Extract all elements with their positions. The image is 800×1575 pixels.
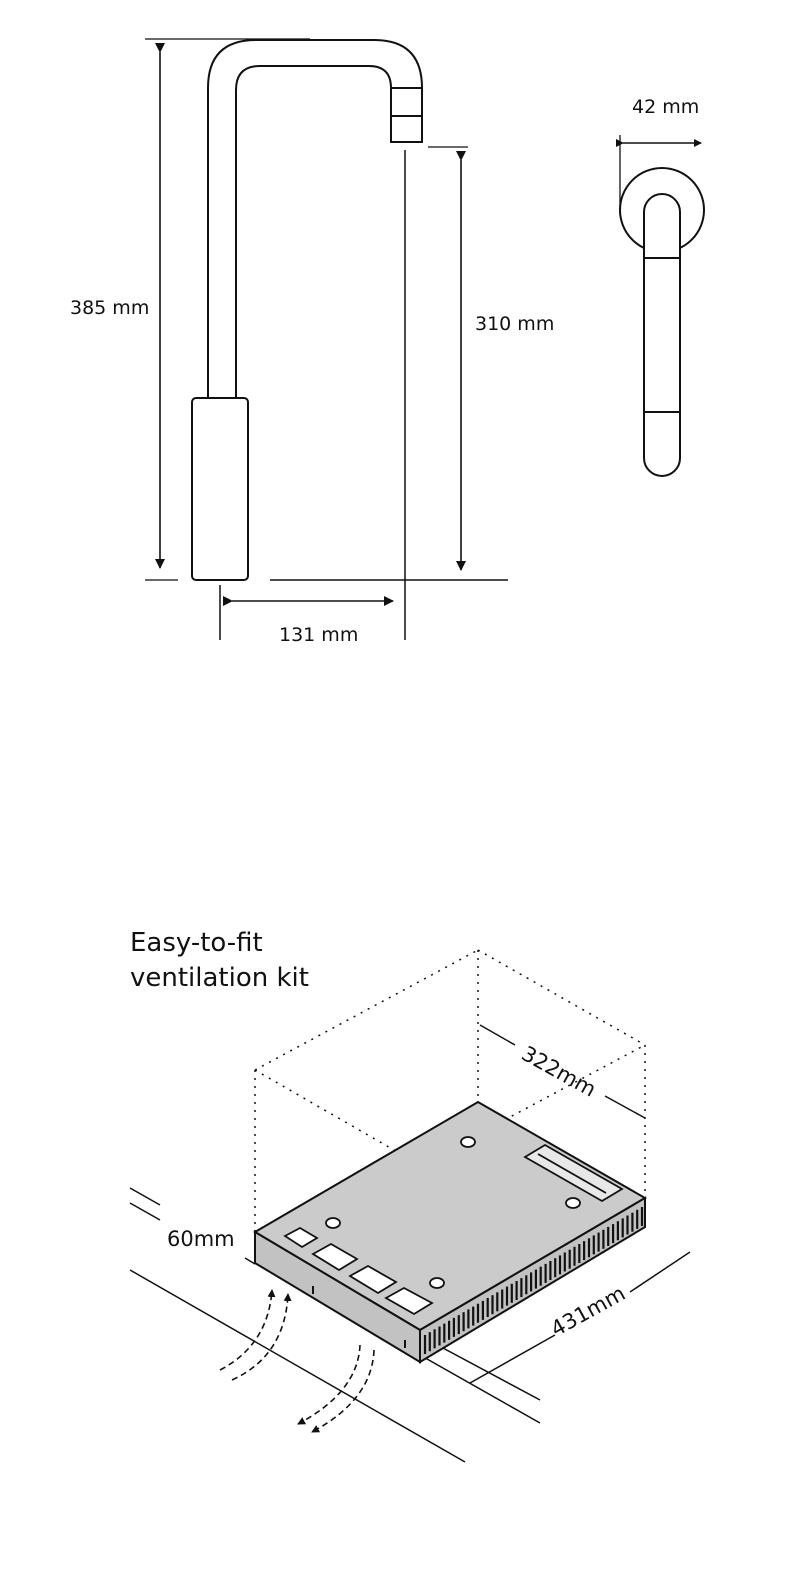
dim-label-60: 60mm xyxy=(167,1227,235,1251)
kit-top-cutout-1 xyxy=(283,1226,319,1249)
kit-vent-louvres xyxy=(423,1207,644,1354)
dim-line-322-right xyxy=(604,1095,646,1119)
dim-label-385: 385 mm xyxy=(70,297,149,319)
kit-top-hole-3 xyxy=(325,1217,341,1229)
kit-top-hole-4 xyxy=(429,1277,445,1289)
dim-label-131: 131 mm xyxy=(279,624,358,646)
kit-top-cutout-3 xyxy=(348,1264,398,1295)
kit-top-hole-1 xyxy=(460,1136,476,1148)
tap-side-view xyxy=(145,38,508,640)
airflow-arrows xyxy=(219,1289,375,1433)
tap-dimension-arrows xyxy=(155,43,466,606)
kit-top-cutout-2 xyxy=(311,1242,359,1272)
tap-body xyxy=(191,397,249,581)
kit-top-details xyxy=(283,1136,624,1316)
dim-label-310: 310 mm xyxy=(475,313,554,335)
airflow-in-2 xyxy=(231,1293,292,1381)
dim-label-431: 431mm xyxy=(547,1281,629,1341)
kit-title-line2: ventilation kit xyxy=(130,963,309,993)
tap-top-handle xyxy=(643,193,681,477)
tap-top-view xyxy=(616,135,705,477)
kit-front-marks xyxy=(312,1286,406,1348)
dim-line-431-left xyxy=(469,1334,556,1384)
airflow-out-1 xyxy=(297,1344,361,1425)
kit-title-line1: Easy-to-fit xyxy=(130,928,263,958)
dim-label-42: 42 mm xyxy=(632,96,699,118)
dim-label-322: 322mm xyxy=(518,1041,600,1101)
worktop-edges xyxy=(129,1187,541,1463)
dim-line-431-right xyxy=(629,1251,691,1293)
tap-spout-outline xyxy=(207,39,423,398)
kit-top-slot-inner xyxy=(537,1153,607,1194)
kit-top-hole-2 xyxy=(565,1197,581,1209)
airflow-in-1 xyxy=(219,1289,276,1371)
kit-top-slot xyxy=(523,1143,624,1203)
kit-top-cutout-4 xyxy=(384,1286,434,1316)
dim-line-322-left xyxy=(479,1024,516,1046)
kit-dimension-lines xyxy=(469,1024,691,1384)
airflow-out-2 xyxy=(311,1349,375,1433)
